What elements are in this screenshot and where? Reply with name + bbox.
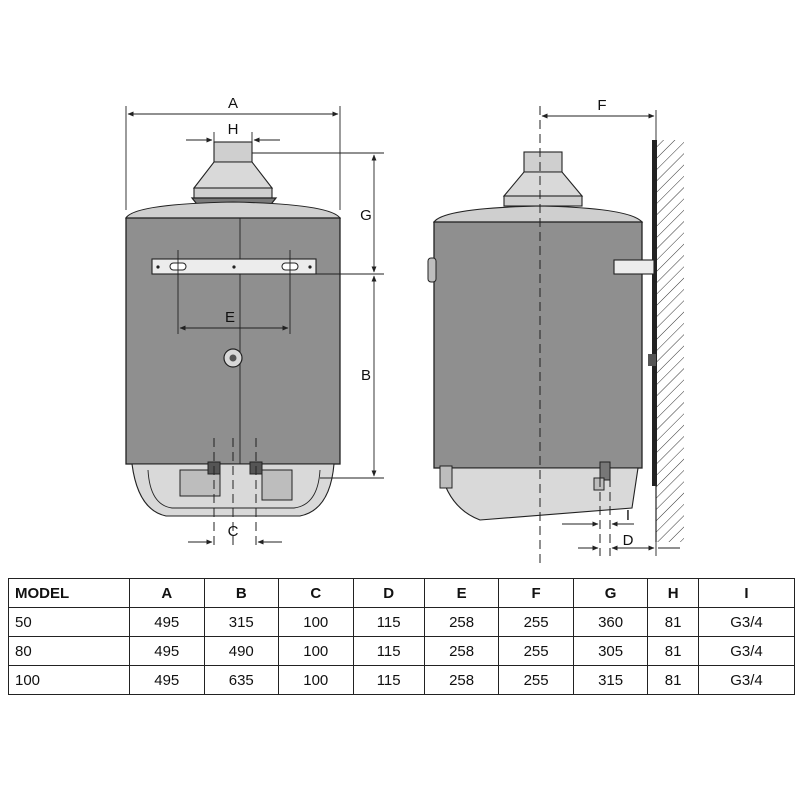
dim-label-d: D [623,532,634,549]
dimension-c: C [188,438,282,550]
side-view [427,140,684,542]
header-d: D [352,578,425,608]
header-model: MODEL [8,578,130,608]
dimension-b: B [334,275,384,479]
cell-b: 315 [203,607,279,637]
cell-c: 100 [278,665,354,695]
dimension-a: A [125,95,341,210]
cell-d: 115 [352,665,425,695]
side-flue-hood [502,171,584,197]
cell-f: 255 [498,636,574,666]
side-hood-base [503,195,583,207]
cell-f: 255 [498,607,574,637]
dimension-h: H [186,121,280,144]
technical-drawing: A H G B E C [125,95,684,565]
flue-collar [213,141,253,163]
dim-label-b: B [361,367,371,384]
header-a: A [129,578,205,608]
dimension-i: I [562,478,634,556]
table-row: 100 495 635 100 115 258 255 315 81 G3/4 [8,665,796,695]
header-b: B [203,578,279,608]
dim-label-e: E [225,309,235,326]
header-f: F [498,578,574,608]
dim-label-c: C [228,523,239,540]
gas-valve [261,469,293,501]
side-pipe-nut [593,477,605,491]
table-row: 80 495 490 100 115 258 255 305 81 G3/4 [8,636,796,666]
dim-label-g: G [360,207,372,224]
side-bracket [613,259,655,275]
dim-label-i: I [626,507,630,524]
header-g: G [572,578,649,608]
header-e: E [423,578,500,608]
dimension-e: E [177,250,291,334]
cell-a: 495 [129,665,205,695]
cell-e: 258 [423,636,500,666]
cell-d: 115 [352,636,425,666]
cell-a: 495 [129,636,205,666]
cell-h: 81 [647,636,699,666]
side-outlet [439,465,453,489]
cell-a: 495 [129,607,205,637]
cell-model: 50 [8,607,130,637]
cell-g: 315 [572,665,649,695]
dim-label-h: H [228,121,239,138]
bracket-rivet-mid [232,265,236,269]
wall-hatch [656,140,684,542]
cell-i: G3/4 [697,607,796,637]
spec-table: MODEL A B C D E F G H I 50 495 315 100 1… [8,578,796,695]
bracket-rivet-right [308,265,312,269]
side-tank-top [432,205,644,223]
dimension-d: D [578,500,680,556]
side-knob [427,257,437,283]
cell-model: 80 [8,636,130,666]
side-wall-clip [648,354,656,366]
bracket-rivet-left [156,265,160,269]
tank-top [125,201,342,219]
flue-hood [192,161,274,189]
wall-plate [652,140,657,486]
thermometer-center [229,354,237,362]
cell-g: 305 [572,636,649,666]
dimension-f: F [541,97,657,140]
cell-b: 635 [203,665,279,695]
side-flue-collar [523,151,563,173]
dim-label-f: F [597,97,606,114]
cell-b: 490 [203,636,279,666]
front-view [125,141,342,517]
cell-h: 81 [647,665,699,695]
cell-c: 100 [278,607,354,637]
header-i: I [697,578,796,608]
header-c: C [278,578,354,608]
cell-e: 258 [423,607,500,637]
side-tank-body [433,221,643,469]
cell-model: 100 [8,665,130,695]
header-h: H [647,578,699,608]
dim-label-a: A [228,95,238,112]
tank-body [125,217,341,465]
cell-g: 360 [572,607,649,637]
table-header-row: MODEL A B C D E F G H I [8,578,796,608]
cell-e: 258 [423,665,500,695]
dimension-g: G [252,152,384,275]
table-row: 50 495 315 100 115 258 255 360 81 G3/4 [8,607,796,637]
cell-i: G3/4 [697,636,796,666]
cell-f: 255 [498,665,574,695]
cell-c: 100 [278,636,354,666]
hood-base [193,187,273,199]
side-pipe [599,461,611,481]
cell-h: 81 [647,607,699,637]
cell-d: 115 [352,607,425,637]
cell-i: G3/4 [697,665,796,695]
